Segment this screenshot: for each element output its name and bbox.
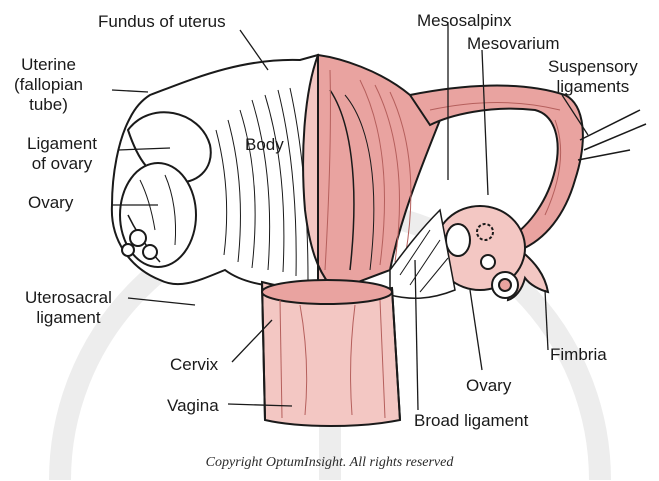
cervix-vagina	[262, 280, 400, 426]
label-broad-ligament: Broad ligament	[414, 411, 528, 431]
label-uterine-tube: Uterine (fallopian tube)	[14, 55, 83, 115]
label-ovary-left: Ovary	[28, 193, 73, 213]
label-cervix: Cervix	[170, 355, 218, 375]
suspensory-ligament	[578, 110, 646, 160]
label-body: Body	[245, 135, 284, 155]
label-ligament-of-ovary: Ligament of ovary	[27, 134, 97, 174]
label-suspensory-ligaments: Suspensory ligaments	[548, 57, 638, 97]
label-vagina: Vagina	[167, 396, 219, 416]
label-uterosacral-ligament: Uterosacral ligament	[25, 288, 112, 328]
label-fundus: Fundus of uterus	[98, 12, 226, 32]
label-fimbria: Fimbria	[550, 345, 607, 365]
label-mesosalpinx: Mesosalpinx	[417, 11, 512, 31]
copyright-notice: Copyright OptumInsight. All rights reser…	[0, 455, 659, 471]
label-ovary-right: Ovary	[466, 376, 511, 396]
label-mesovarium: Mesovarium	[467, 34, 560, 54]
